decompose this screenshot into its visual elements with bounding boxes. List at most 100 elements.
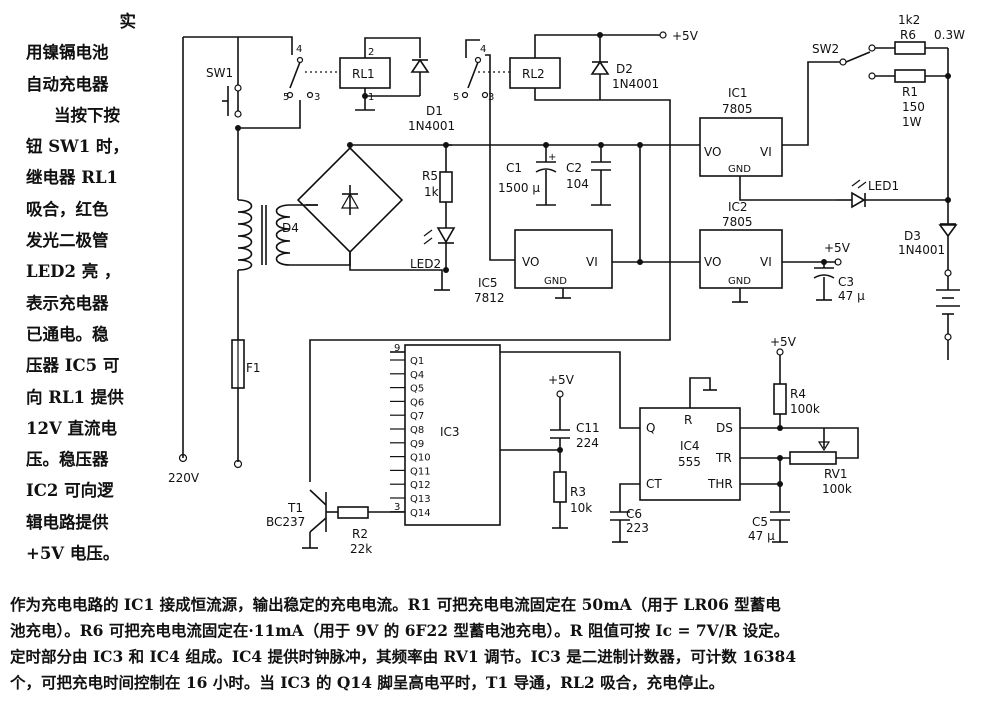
label-r2-val: 22k: [350, 542, 372, 556]
rl2-pin5: 5: [453, 92, 459, 103]
label-r6-watt: 0.3W: [934, 28, 965, 42]
label-ic2-part: 7805: [722, 215, 753, 229]
side-text-line: +5V 电压。: [26, 544, 120, 564]
rl1-pin4: 4: [296, 44, 302, 55]
ic4-r: R: [684, 413, 692, 427]
label-led2: LED2: [410, 257, 441, 271]
side-text-line: 实: [119, 12, 137, 31]
side-text-line: 发光二极管: [26, 231, 109, 251]
label-rl2: RL2: [522, 67, 545, 81]
label-t1: T1: [287, 501, 303, 515]
label-led1: LED1: [868, 179, 899, 193]
ic1-vi: VI: [760, 145, 772, 159]
ic3-pin-label: Q1: [410, 356, 424, 367]
label-r6-val: 1k2: [898, 13, 920, 27]
label-sw2: SW2: [812, 42, 839, 56]
label-c5: C5: [752, 515, 768, 529]
label-r1-watt: 1W: [902, 115, 922, 129]
ic3-pin-ticks: [390, 359, 405, 513]
rl1-pin2: 2: [368, 47, 374, 58]
ic1-regulator: [699, 61, 840, 201]
label-ic3: IC3: [440, 425, 460, 439]
ic3-pin3: 3: [394, 502, 400, 513]
c2-capacitor: [591, 161, 611, 206]
label-d1-part: 1N4001: [408, 119, 455, 133]
side-text-line: 已通电。稳: [26, 324, 109, 344]
side-text-line: 吸合，红色: [26, 199, 109, 219]
ic3-pin9: 9: [394, 343, 400, 354]
ic3-pin-label: Q6: [410, 397, 424, 408]
label-ic4-part: 555: [678, 455, 701, 469]
side-text-line: 继电器 RL1: [26, 168, 119, 188]
label-plus5v-top: +5V: [672, 29, 699, 43]
ic4-555: [610, 377, 790, 543]
label-c1: C1: [506, 161, 522, 175]
label-sw1: SW1: [206, 66, 233, 80]
bottom-text-line: 作为充电电路的 IC1 接成恒流源，输出稳定的充电电流。R1 可把充电电流固定在…: [10, 595, 781, 614]
ic3-pin-label: Q7: [410, 411, 424, 422]
label-c2: C2: [566, 161, 582, 175]
side-text-line: 自动充电器: [26, 74, 109, 94]
label-c6-val: 223: [626, 521, 649, 535]
rl1-pin5: 5: [283, 92, 289, 103]
label-c3-val: 47 μ: [838, 289, 865, 303]
rl2-relay: [309, 31, 671, 482]
label-d2-part: 1N4001: [612, 77, 659, 91]
label-c11-val: 224: [576, 436, 599, 450]
label-d3-part: 1N4001: [898, 243, 945, 257]
rl2-pin3: 3: [488, 92, 494, 103]
d3-battery: [936, 223, 960, 360]
label-r1: R1: [902, 85, 918, 99]
label-rv1: RV1: [824, 467, 848, 481]
sw2-r6-r1: [839, 41, 949, 225]
ic5-vo: VO: [522, 255, 539, 269]
sw1-pushbutton: [222, 84, 242, 118]
side-text-line: IC2 可向逻: [26, 481, 114, 501]
ic3-pin-label: Q13: [410, 494, 431, 505]
ic4-ds: DS: [716, 421, 733, 435]
label-c1-val: 1500 μ: [498, 181, 540, 195]
side-text-line: 压。稳压器: [26, 450, 109, 470]
label-plus5v-c11: +5V: [548, 373, 575, 387]
label-ic5-part: 7812: [474, 291, 505, 305]
side-text-line: 12V 直流电: [26, 418, 118, 438]
side-text-line: 向 RL1 提供: [26, 387, 124, 407]
ic5-vi: VI: [586, 255, 598, 269]
circuit-schematic: +: [168, 13, 965, 556]
ic4-q: Q: [646, 421, 655, 435]
label-d4: D4: [282, 221, 299, 235]
label-c5-val: 47 μ: [748, 529, 775, 543]
label-r1-val: 150: [902, 100, 925, 114]
label-rl1: RL1: [352, 67, 375, 81]
c1-capacitor: +: [535, 152, 557, 206]
label-r5-val: 1k: [424, 185, 439, 199]
label-t1-part: BC237: [266, 515, 305, 529]
label-f1: F1: [246, 361, 261, 375]
ic3-pin-label: Q9: [410, 439, 424, 450]
label-c6: C6: [626, 507, 642, 521]
ic3-pin-label: Q11: [410, 466, 431, 477]
label-ic1-part: 7805: [722, 102, 753, 116]
label-ic1: IC1: [728, 86, 748, 100]
side-text-line: LED2 亮 ，: [26, 262, 121, 282]
label-r4: R4: [790, 387, 806, 401]
bottom-text-line: 池充电）。R6 可把充电电流固定在·11mA（用于 9V 的 6F22 型蓄电池…: [10, 621, 790, 640]
label-d2: D2: [616, 62, 633, 76]
ic3-pin-label: Q5: [410, 384, 424, 395]
junction-dots: [235, 32, 951, 487]
bottom-text-line: 定时部分由 IC3 和 IC4 组成。IC4 提供时钟脉冲，其频率由 RV1 调…: [10, 647, 797, 666]
label-c3: C3: [838, 275, 854, 289]
label-ic5: IC5: [478, 276, 498, 290]
label-c2-val: 104: [566, 177, 589, 191]
ic5-gnd: GND: [544, 276, 567, 287]
side-text-line: 钮 SW1 时，: [26, 137, 129, 157]
label-rv1-val: 100k: [822, 482, 852, 496]
ic3-pin-label: Q12: [410, 480, 431, 491]
label-r3: R3: [570, 485, 586, 499]
rl2-pin4: 4: [480, 44, 486, 55]
f1-fuse: [231, 339, 245, 389]
r5-led2: [423, 145, 456, 270]
c11-r3: [550, 390, 570, 529]
